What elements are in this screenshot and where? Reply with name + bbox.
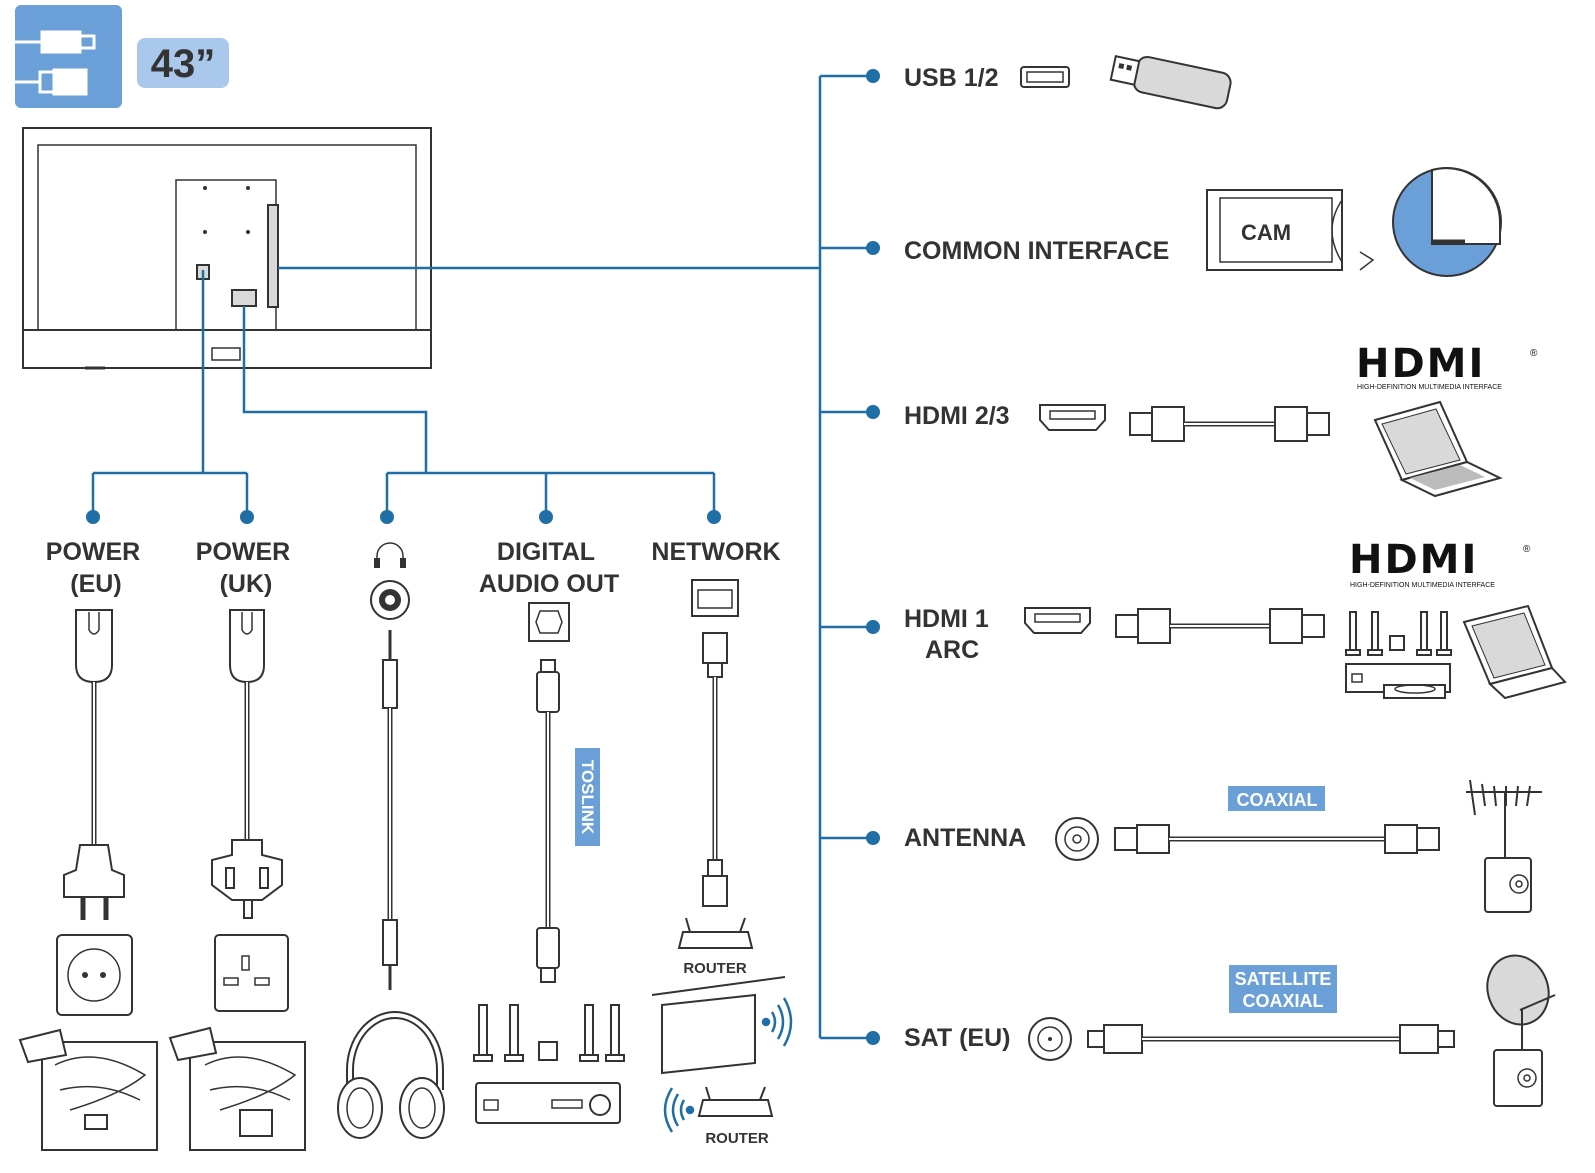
tv-antenna-icon	[1466, 779, 1542, 858]
connection-lines	[91, 74, 873, 1040]
headphones-symbol-icon	[374, 542, 406, 568]
label-network: NETWORK	[651, 538, 780, 566]
cable-badge	[15, 5, 122, 108]
satellite-coaxial-tag	[1229, 965, 1337, 1013]
laptop-icon	[1373, 400, 1503, 498]
label-arc: ARC	[925, 636, 979, 664]
speakers-icon	[1345, 611, 1452, 656]
cable-icon	[15, 30, 96, 96]
satellite-tag-line2: COAXIAL	[1243, 991, 1324, 1011]
antenna-wall-socket-icon	[1484, 857, 1532, 913]
power-eu-cable-icon	[63, 609, 125, 920]
size-badge: 43”	[151, 42, 216, 86]
headphone-port-icon	[370, 580, 410, 620]
cam-label: CAM	[1241, 220, 1291, 245]
label-hdmi23: HDMI 2/3	[904, 402, 1010, 430]
svg-text:HDMI: HDMI	[1356, 341, 1485, 387]
svg-text:®: ®	[1530, 348, 1538, 359]
satellite-tag-line1: SATELLITE	[1235, 969, 1332, 989]
toslink-tag	[575, 748, 600, 846]
power-eu-box-icon	[18, 1028, 158, 1151]
coax-cable-icon	[1114, 824, 1440, 854]
label-audio-out: AUDIO OUT	[479, 570, 619, 598]
power-uk-box-icon	[168, 1026, 306, 1151]
network-cable-icon	[702, 632, 728, 907]
soundbar-speakers-icon	[473, 1004, 625, 1062]
label-antenna: ANTENNA	[904, 824, 1026, 852]
sat-cable-icon	[1087, 1024, 1455, 1054]
ethernet-port-icon	[691, 579, 739, 617]
svg-text:HIGH-DEFINITION MULTIMEDIA INT: HIGH-DEFINITION MULTIMEDIA INTERFACE	[1357, 384, 1502, 391]
coaxial-tag-label: COAXIAL	[1237, 790, 1318, 810]
label-digital: DIGITAL	[497, 538, 595, 566]
laptop-icon-2	[1462, 604, 1567, 700]
hdmi-logo-mid: HDMI ® HIGH-DEFINITION MULTIMEDIA INTERF…	[1349, 537, 1531, 589]
router-icon	[677, 917, 754, 949]
label-power-uk-1: POWER	[196, 538, 290, 566]
label-power-eu-1: POWER	[46, 538, 140, 566]
label-hdmi1: HDMI 1	[904, 605, 989, 633]
router-label-2: ROUTER	[705, 1130, 769, 1147]
dvd-player-icon	[1345, 663, 1451, 699]
label-usb: USB 1/2	[904, 64, 998, 92]
sat-wall-socket-icon	[1493, 1049, 1543, 1107]
label-power-uk-2: (UK)	[220, 570, 273, 598]
tv-back-panel	[22, 127, 432, 370]
sat-port-icon	[1028, 1017, 1072, 1061]
antenna-port-icon	[1055, 817, 1099, 861]
amplifier-icon	[475, 1082, 621, 1124]
wall-socket-eu-icon	[56, 934, 133, 1016]
coaxial-tag	[1228, 786, 1325, 811]
ci-slot-zoom-icon	[1392, 167, 1502, 277]
usb-stick-icon	[1109, 55, 1232, 110]
hdmi-port-icon	[1039, 404, 1106, 431]
hdmi-logo-top: HDMI ® HIGH-DEFINITION MULTIMEDIA INTERF…	[1356, 341, 1538, 391]
label-sat: SAT (EU)	[904, 1024, 1010, 1052]
cam-module-icon	[1206, 189, 1375, 271]
toslink-tag-label: TOSLINK	[578, 760, 597, 835]
satellite-dish-icon	[1486, 954, 1556, 1050]
usb-port-icon	[1020, 66, 1070, 88]
svg-text:HIGH-DEFINITION MULTIMEDIA INT: HIGH-DEFINITION MULTIMEDIA INTERFACE	[1350, 582, 1495, 589]
wifi-icon	[761, 997, 793, 1047]
router-icon-2	[697, 1086, 774, 1117]
headphones-icon	[337, 1011, 445, 1139]
connection-dots	[86, 69, 880, 1045]
headphone-cable-icon	[382, 630, 398, 990]
wifi-router-signal-icon	[663, 1087, 695, 1133]
label-common-interface: COMMON INTERFACE	[904, 237, 1169, 265]
label-power-eu-2: (EU)	[70, 570, 121, 598]
size-badge-bg	[137, 38, 229, 88]
svg-text:®: ®	[1523, 544, 1531, 555]
wall-socket-uk-icon	[214, 934, 289, 1012]
hdmi-cable-icon	[1129, 406, 1330, 442]
power-uk-cable-icon	[211, 609, 283, 919]
toslink-cable-icon	[536, 659, 560, 983]
router-label-1: ROUTER	[683, 960, 747, 977]
divider-line	[651, 976, 786, 996]
optical-port-icon	[528, 602, 570, 642]
hdmi-arc-port-icon	[1024, 607, 1091, 634]
svg-text:HDMI: HDMI	[1349, 537, 1478, 583]
wall-tv-icon	[661, 993, 756, 1075]
hdmi-arc-cable-icon	[1115, 608, 1325, 644]
